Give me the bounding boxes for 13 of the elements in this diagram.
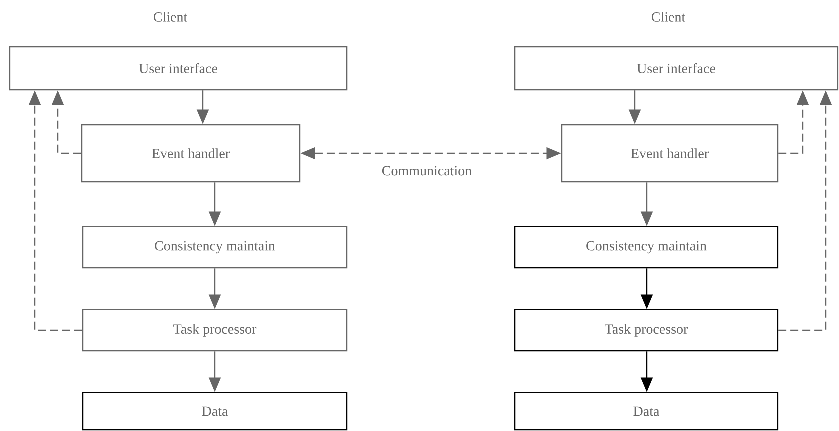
process-box: Event handler [561, 124, 779, 183]
process-box: Data [514, 392, 779, 431]
process-box: Event handler [81, 124, 301, 183]
process-box: Task processor [514, 309, 779, 352]
process-box: Consistency maintain [514, 226, 779, 269]
process-box: User interface [514, 46, 839, 91]
process-box: Consistency maintain [82, 226, 348, 269]
heading: Client [652, 12, 686, 22]
edge-label: Communication [380, 164, 474, 178]
process-box: Data [82, 392, 348, 431]
heading: Client [154, 12, 188, 22]
process-box: User interface [9, 46, 348, 91]
process-box: Task processor [82, 309, 348, 352]
